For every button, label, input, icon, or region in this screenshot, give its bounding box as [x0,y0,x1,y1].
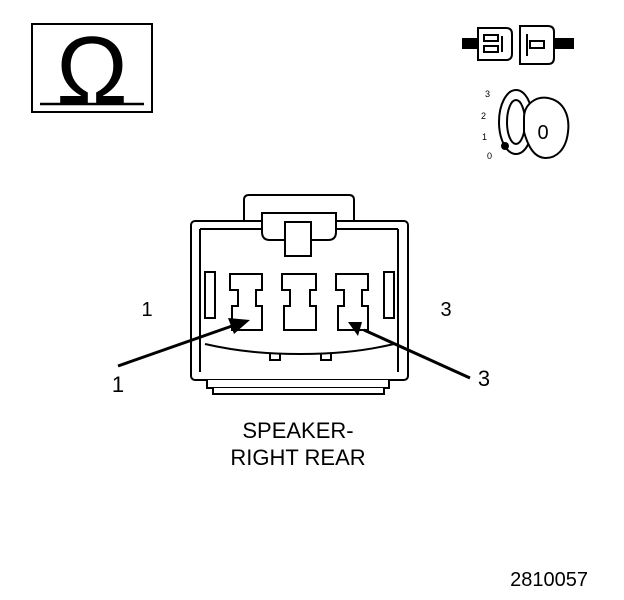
terminal-cavities [229,273,369,331]
ignition-key-icon: 3 2 1 0 0 [481,89,570,161]
ohm-icon: Ω [56,17,128,124]
probe-arrow-left [117,318,250,368]
cavity-2 [281,273,317,331]
caption-line-1: SPEAKER- [242,418,353,443]
key-position-3: 3 [485,89,490,99]
key-position-0: 0 [487,151,492,161]
arrow-label-right: 3 [478,366,490,391]
figure-number: 2810057 [510,569,588,591]
cavity-3 [335,273,369,331]
disconnected-connector-icon [462,25,574,65]
probe-arrow-right [348,322,471,380]
caption-line-2: RIGHT REAR [230,445,365,470]
key-label: 0 [537,122,548,144]
cavity-1 [229,273,263,331]
pin-label-left: 1 [141,299,152,321]
key-position-1: 1 [482,132,487,142]
arrow-label-left: 1 [112,372,124,397]
pin-label-right: 3 [440,299,451,321]
key-position-2: 2 [481,111,486,121]
ohmmeter-symbol: Ω [31,17,153,124]
